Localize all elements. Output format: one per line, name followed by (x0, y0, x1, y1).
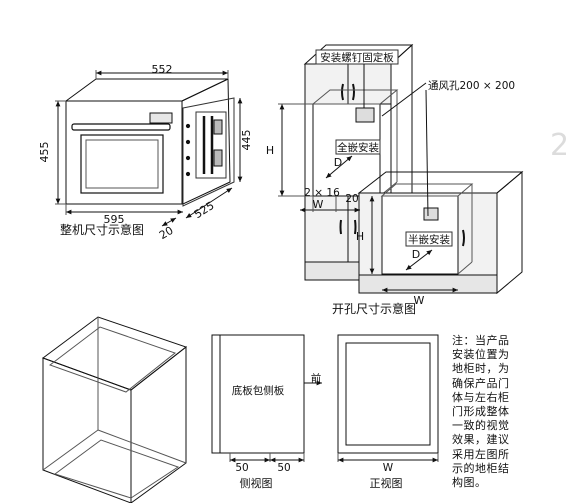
front-w-label: W (383, 462, 394, 474)
cutout-caption: 开孔尺寸示意图 (332, 301, 416, 316)
front-label: 前 (311, 372, 322, 385)
oven-drawing (55, 70, 243, 227)
oven-door-thickness-label: 20 (157, 224, 176, 242)
vent-label: 通风孔200 × 200 (428, 79, 515, 92)
side-dim-50-right: 50 (277, 462, 290, 474)
full-embed-d-label: D (334, 156, 342, 169)
oven-caption: 整机尺寸示意图 (60, 222, 144, 237)
side-view (211, 334, 322, 463)
oven-body-depth-label: 525 (192, 199, 217, 221)
half-embed-w-label: W (414, 294, 425, 307)
cutout-dimensions (278, 49, 458, 293)
installation-note: 注：当产品安装位置为地柜时，为确保产品门体与左右柜门形成整体一致的视觉效果，建议… (452, 334, 510, 490)
oven-control-panel (149, 112, 173, 124)
side-dim-50-left: 50 (235, 462, 248, 474)
full-embed-w-label: W (313, 198, 324, 211)
vent-hole (423, 207, 439, 221)
oven-rear-mount (195, 111, 227, 179)
front-view (337, 334, 439, 463)
bottom-panel-label: 底板包侧板 (232, 384, 285, 397)
fixing-plate-label: 安装螺钉固定板 (320, 51, 394, 64)
oven-height-label: 455 (38, 142, 51, 163)
watermark-text: 20 (550, 128, 566, 163)
oven-front-width-label: 595 (104, 213, 125, 226)
gap-20-label: 20 (345, 193, 358, 205)
full-embed-h-label: H (266, 144, 274, 157)
oven-door-window (80, 134, 164, 194)
side-view-caption: 侧视图 (240, 476, 273, 490)
oven-door-handle (71, 123, 171, 131)
oven-width-label: 552 (152, 63, 173, 76)
gap-2x16-label: 2 × 16 (304, 187, 340, 199)
oven-inner-window (85, 139, 159, 189)
half-embed-d-label: D (412, 248, 420, 261)
oven-top-surface (64, 78, 229, 102)
base-cabinet-3d (41, 316, 188, 503)
front-view-caption: 正视图 (370, 476, 403, 490)
oven-depth-label: 445 (240, 130, 253, 151)
screw-fixing-plate (355, 107, 375, 123)
full-embed-label: 全嵌安装 (337, 141, 379, 154)
half-embed-label: 半嵌安装 (408, 233, 450, 246)
half-embed-h-label: H (356, 230, 364, 243)
